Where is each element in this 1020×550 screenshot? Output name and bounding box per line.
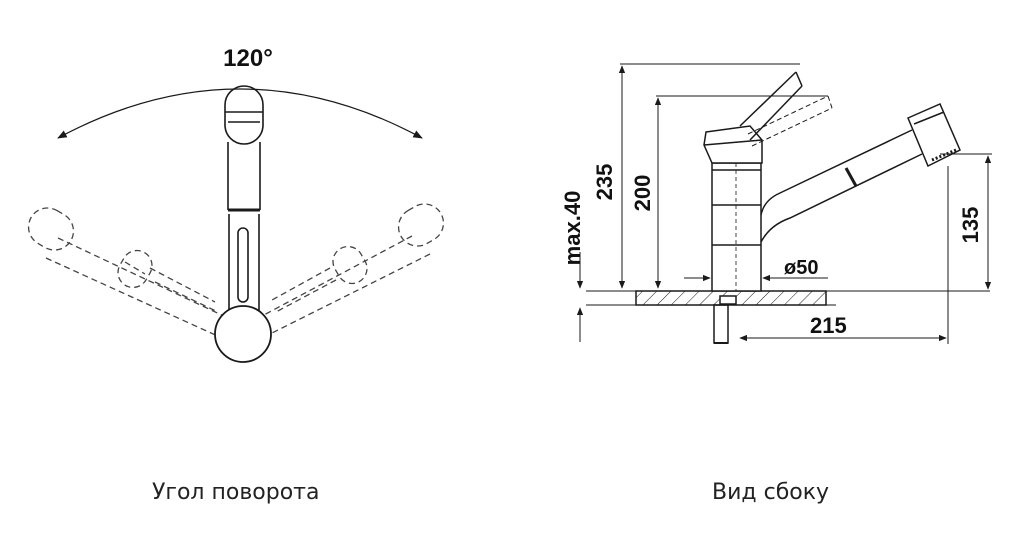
- label-200: 200: [630, 175, 655, 212]
- dimension-spout-height: [940, 153, 992, 290]
- label-215: 215: [810, 313, 847, 338]
- rotation-angle-label: 120°: [223, 45, 273, 72]
- side-view: 235 200 max.40 ø50 135 215: [560, 63, 992, 344]
- spout-left-position: [27, 207, 229, 339]
- rotation-arc: [57, 88, 423, 139]
- caption-rotation-angle: Угол поворота: [152, 480, 320, 505]
- label-235: 235: [592, 164, 617, 201]
- label-diameter-50: ø50: [784, 257, 818, 279]
- top-view: 120°: [27, 45, 445, 363]
- dimension-total-height: [618, 63, 800, 289]
- lever-head: [703, 71, 833, 164]
- dimension-spout-reach: [739, 166, 949, 344]
- label-135: 135: [958, 207, 983, 244]
- mounting-rod: [713, 295, 737, 344]
- pull-out-spout: [760, 103, 961, 243]
- faucet-body: [711, 162, 762, 292]
- caption-side-view: Вид сбоку: [712, 480, 830, 505]
- faucet-base-circle: [214, 305, 272, 363]
- label-max-40: max.40: [560, 191, 585, 266]
- spout-center-position: [224, 85, 264, 312]
- spout-right-position: [261, 203, 445, 337]
- dimension-body-height: [654, 95, 828, 289]
